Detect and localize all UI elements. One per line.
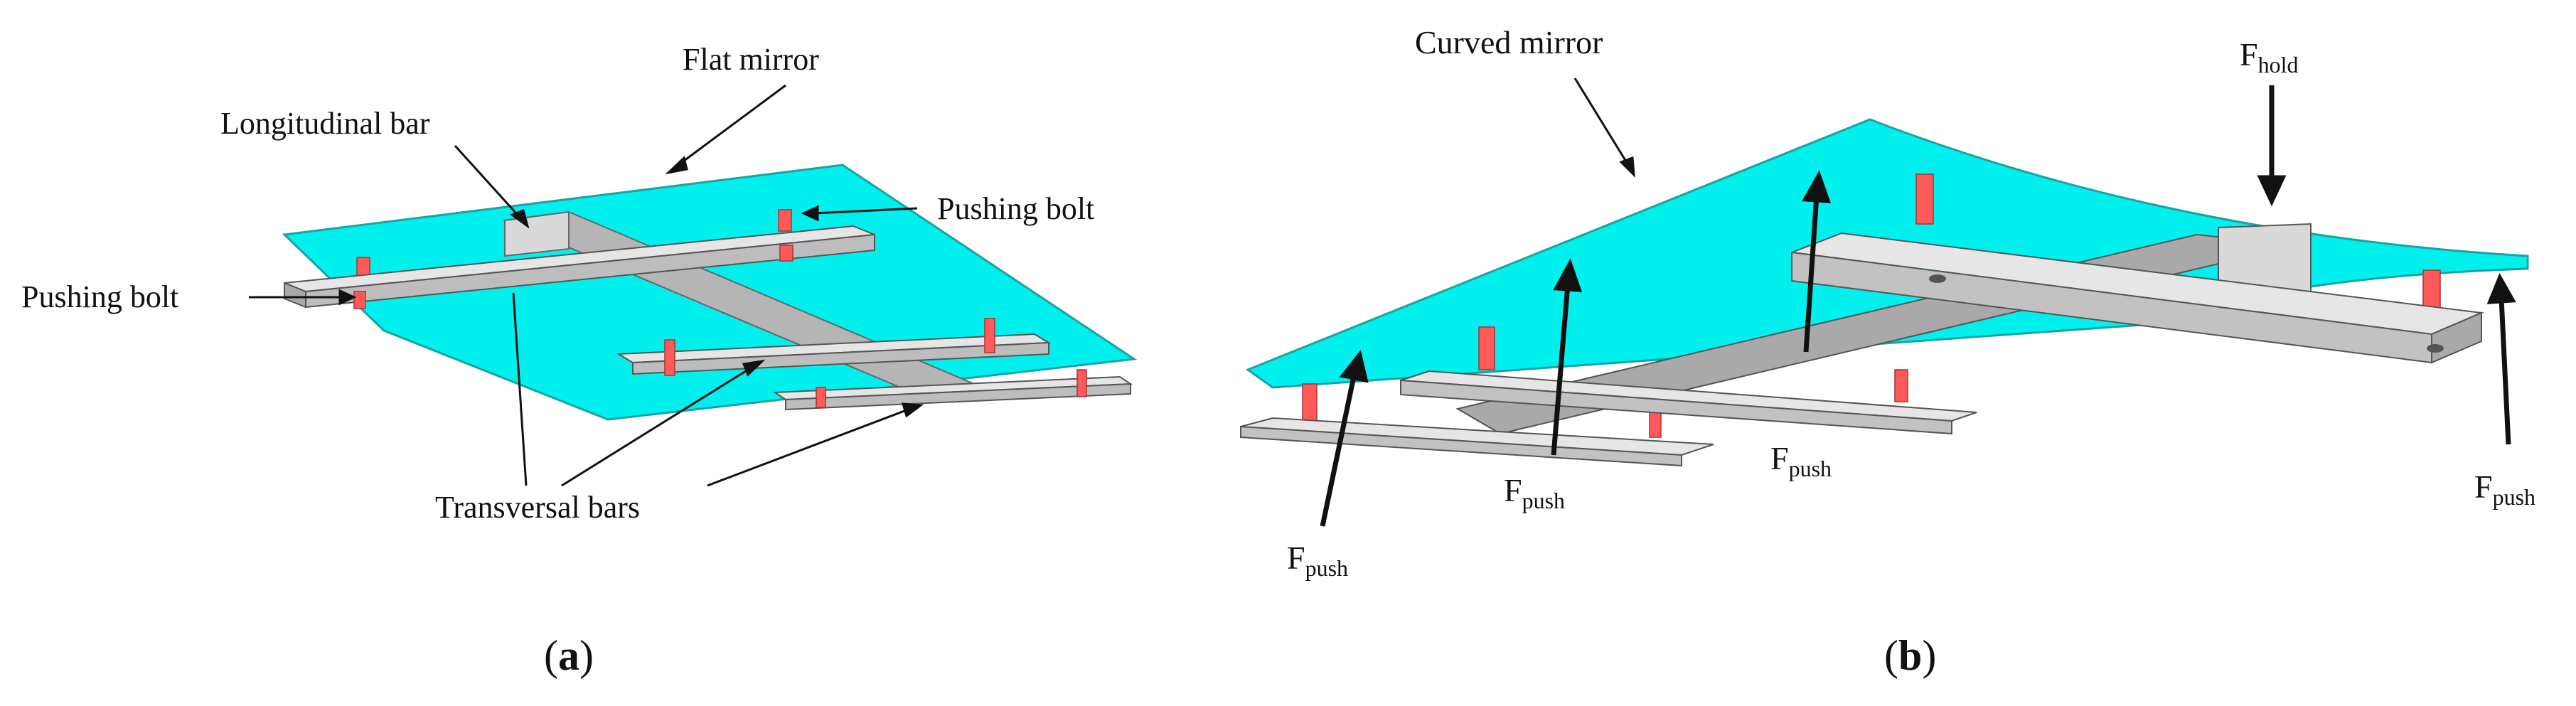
longitudinal-bar-web xyxy=(504,210,570,257)
label-f-push-2: Fpush xyxy=(1770,440,1832,481)
label-f-push-3: Fpush xyxy=(1287,540,1348,581)
bolt xyxy=(1894,369,1908,402)
bolt xyxy=(816,387,826,408)
bolt xyxy=(664,339,675,376)
bolt xyxy=(1915,173,1934,225)
bolt xyxy=(778,209,792,232)
panel-b: Curved mirror Fhold Fpush Fpush Fpush Fp… xyxy=(1240,24,2535,679)
label-f-hold: Fhold xyxy=(2240,36,2298,77)
bolt xyxy=(1302,383,1318,426)
label-f-push-1: Fpush xyxy=(1504,472,1565,513)
label-curved-mirror: Curved mirror xyxy=(1415,24,1603,60)
label-pushing-bolt-left: Pushing bolt xyxy=(21,279,178,314)
bolt-hole xyxy=(2427,344,2444,353)
label-longitudinal-bar: Longitudinal bar xyxy=(220,106,430,141)
transverse-bar-3-front xyxy=(1240,425,1682,467)
transverse-bar-1-front xyxy=(305,233,875,309)
bolt xyxy=(1478,326,1495,370)
bolt-hole xyxy=(1929,274,1946,283)
panel-a: Flat mirror Longitudinal bar Pushing bol… xyxy=(21,42,1138,679)
bolt xyxy=(1649,412,1662,438)
label-f-push-4: Fpush xyxy=(2474,469,2535,510)
label-pushing-bolt-right: Pushing bolt xyxy=(937,191,1094,226)
caption-a: (a) xyxy=(544,632,594,679)
transverse-bar-2-front xyxy=(1400,379,1952,435)
label-transversal-bars: Transversal bars xyxy=(435,490,640,525)
transverse-bar-2-front xyxy=(632,341,1049,375)
transverse-bar-3-front xyxy=(785,383,1131,411)
bolt xyxy=(1076,369,1087,397)
bolt xyxy=(779,245,793,262)
bolt xyxy=(984,318,995,353)
transverse-bar-1-end xyxy=(2431,311,2482,364)
bolt xyxy=(353,291,366,309)
label-flat-mirror: Flat mirror xyxy=(683,42,819,77)
caption-b: (b) xyxy=(1884,632,1936,679)
